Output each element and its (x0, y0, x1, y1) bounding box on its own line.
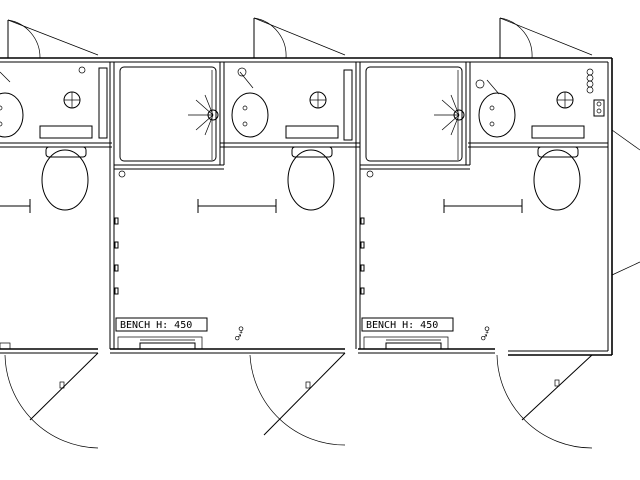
module-2: BENCH H: 450 ♂ ♀ (360, 17, 605, 449)
step (385, 342, 442, 350)
light-switch (118, 170, 126, 178)
step (139, 342, 196, 350)
grab-rail (197, 199, 277, 213)
step (0, 342, 11, 350)
control-panel (586, 68, 605, 117)
floor-drain (556, 91, 574, 109)
light-switch (366, 170, 374, 178)
floor-drain (63, 91, 81, 109)
shower-tray (119, 66, 217, 162)
module-0-partial (0, 19, 108, 449)
grab-rail (443, 199, 523, 213)
toilet (533, 146, 581, 211)
gender-symbol: ♂ (235, 333, 242, 344)
entrance-door (496, 354, 593, 449)
washbasin (0, 71, 24, 138)
bench (363, 336, 449, 350)
bench-label-box (115, 317, 208, 332)
top-door (499, 17, 593, 59)
bench (117, 336, 203, 350)
wall-panel (98, 67, 108, 139)
bench-brackets (114, 217, 119, 295)
entrance-door (249, 352, 346, 446)
bench-brackets (360, 217, 365, 295)
toilet (41, 146, 89, 211)
shelf (285, 125, 339, 139)
washbasin (231, 67, 269, 138)
top-door (7, 19, 99, 59)
gender-symbol: ♂ (481, 333, 488, 344)
bench-label: BENCH H: 450 (366, 320, 438, 331)
shower-head (188, 94, 214, 136)
shower-head (434, 94, 460, 136)
floor-drain (309, 91, 327, 109)
shelf (39, 125, 93, 139)
gender-symbol-alt: ♀ (238, 325, 244, 336)
bench-label: BENCH H: 450 (120, 320, 192, 331)
gender-symbol-alt: ♀ (484, 325, 490, 336)
wall-panel (343, 69, 353, 141)
module-1: BENCH H: 450 ♂ ♀ (114, 17, 353, 446)
bench-label-box (361, 317, 454, 332)
toilet (287, 146, 335, 211)
shower-tray (365, 66, 463, 162)
entrance-door (4, 352, 99, 449)
grab-rail (0, 199, 31, 213)
washbasin (475, 79, 516, 138)
side-door (611, 129, 640, 276)
shelf (531, 125, 585, 139)
top-door (253, 17, 346, 59)
